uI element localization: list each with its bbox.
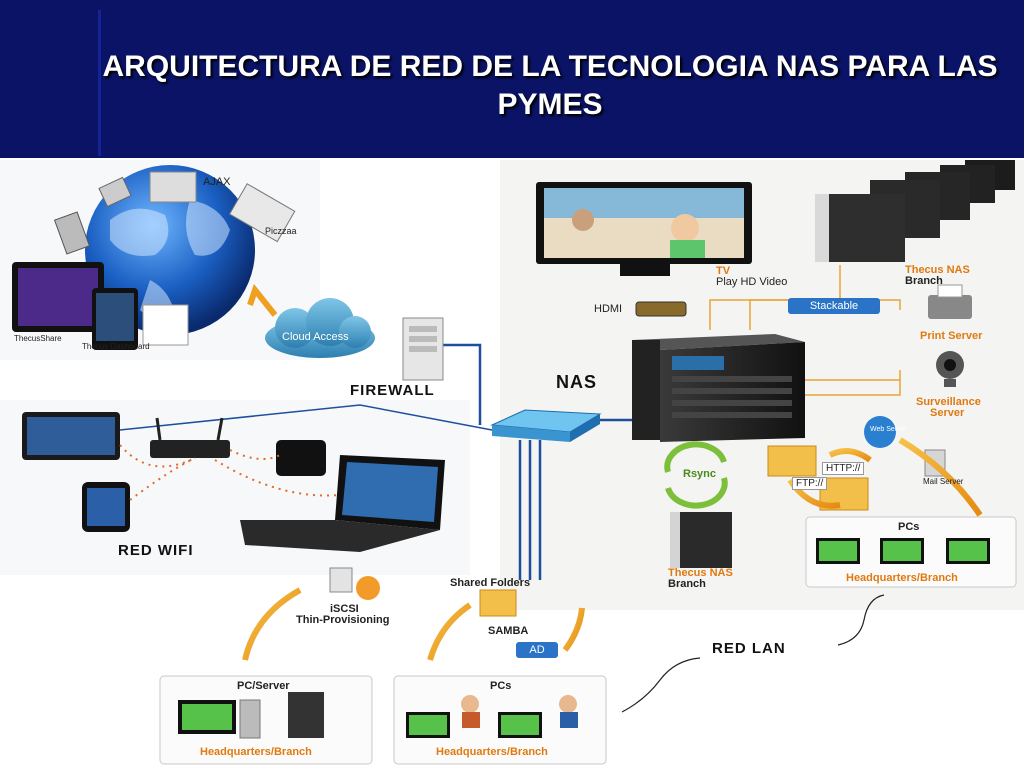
mail-server-label: Mail Server	[923, 477, 964, 486]
firewall-label: FIREWALL	[350, 382, 435, 399]
iscsi-label: iSCSI	[330, 603, 359, 615]
rsync-arrows-icon	[664, 441, 728, 509]
lan-squiggle-left	[621, 657, 701, 713]
nas-device-icon	[632, 334, 805, 442]
pcs-bottom-label: PCs	[490, 680, 512, 692]
thecus-share-label: ThecusShare	[14, 334, 62, 343]
firewall-icon	[402, 317, 444, 381]
shared-folders-label: Shared Folders	[450, 577, 531, 589]
branch-label-2: Branch	[668, 578, 706, 590]
network-diagram	[0, 160, 1024, 765]
thecus-nas-label-2: Thecus NAS	[668, 567, 733, 579]
web-server-label: Web Server	[870, 426, 907, 433]
shared-folder-icon	[479, 589, 517, 617]
folder-icons	[767, 445, 869, 511]
nas-label: NAS	[556, 372, 598, 392]
thecus-nas-label-1: Thecus NAS	[905, 264, 970, 276]
play-hd-label: Play HD Video	[716, 276, 788, 288]
samba-label: SAMBA	[488, 625, 529, 637]
red-lan-label: RED LAN	[712, 640, 786, 657]
hdmi-connector-icon	[635, 301, 687, 317]
piczzaa-label: Piczzaa	[265, 226, 297, 236]
thin-provisioning-label: Thin-Provisioning	[296, 614, 390, 626]
network-switch-icon	[490, 409, 602, 442]
hq-branch-left-label: Headquarters/Branch	[200, 746, 312, 758]
print-server-label: Print Server	[920, 330, 983, 342]
red-wifi-label: RED WIFI	[118, 542, 194, 559]
branch-label-1: Branch	[905, 275, 943, 287]
printer-icon	[928, 284, 972, 319]
hq-branch-right-label: Headquarters/Branch	[846, 572, 958, 584]
surveillance-label: Surveillance	[916, 396, 981, 408]
cloud-access-label: Cloud Access	[282, 331, 349, 343]
cloud-icon	[265, 298, 375, 358]
lan-squiggle-right	[837, 594, 885, 646]
thecus-dashboard-label: Thecus Dashboard	[82, 342, 150, 351]
ad-badge: AD	[516, 642, 558, 658]
ftp-label: FTP://	[792, 477, 828, 490]
tv-label: TV	[716, 265, 731, 277]
page-title: ARQUITECTURA DE RED DE LA TECNOLOGIA NAS…	[102, 50, 998, 121]
pcs-right-label: PCs	[898, 521, 920, 533]
thecus-nas-branch-icon	[670, 512, 732, 568]
title-banner: ARQUITECTURA DE RED DE LA TECNOLOGIA NAS…	[0, 0, 1024, 158]
pc-server-label: PC/Server	[237, 680, 290, 692]
cloud-arrow-icon	[247, 283, 278, 317]
rsync-label: Rsync	[683, 468, 717, 480]
http-label: HTTP://	[822, 462, 865, 475]
pc-server-icons	[178, 692, 324, 739]
hdmi-label: HDMI	[594, 303, 623, 315]
ajax-label: AJAX	[203, 176, 231, 188]
banner-edge-line	[98, 10, 101, 156]
mobile-devices-icons	[12, 171, 296, 350]
pcs-right-icons	[816, 538, 990, 564]
pcs-bottom-icons	[406, 695, 578, 738]
web-server-globe-icon	[864, 416, 896, 448]
stacked-nas-icons	[815, 160, 1015, 262]
wifi-signal-lines	[119, 444, 341, 501]
stackable-badge: Stackable	[788, 298, 880, 314]
network-cables	[119, 343, 632, 580]
hq-branch-bottom-label: Headquarters/Branch	[436, 746, 548, 758]
webcam-icon	[936, 351, 964, 387]
tv-icon	[536, 182, 752, 276]
server-label: Server	[930, 407, 965, 419]
iscsi-icon	[329, 567, 380, 600]
wifi-devices-icons	[22, 412, 445, 552]
storage-arrows	[242, 587, 585, 661]
